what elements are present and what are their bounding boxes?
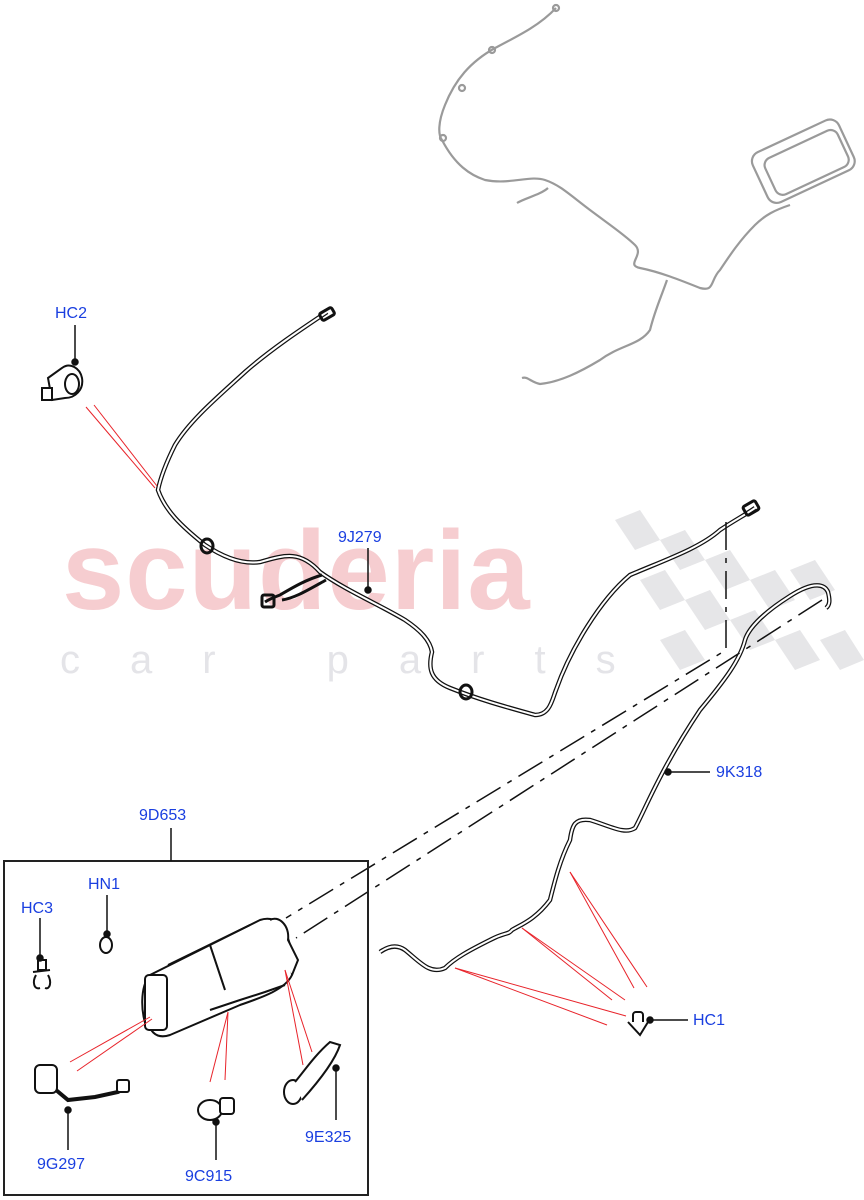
overview-assembly-ghost — [438, 3, 856, 386]
callout-9C915[interactable]: 9C915 — [185, 1168, 233, 1185]
dashed-connection-lines — [285, 522, 823, 939]
clip-HC3 — [32, 959, 52, 990]
watermark-sub: car parts — [60, 638, 666, 682]
canister-kit-frame — [3, 860, 369, 1196]
vapour-tube-9J279 — [155, 310, 757, 718]
callout-9J279[interactable]: 9J279 — [338, 529, 382, 546]
vapour-tube-9J279-inner — [156, 311, 756, 717]
callout-9D653[interactable]: 9D653 — [139, 807, 187, 824]
callout-HN1[interactable]: HN1 — [88, 876, 121, 893]
nut-HN1 — [99, 936, 113, 954]
vapour-tube-9K318-inner — [379, 584, 831, 971]
clip-HC1 — [627, 1011, 649, 1037]
callout-9K318[interactable]: 9K318 — [716, 764, 763, 781]
callout-leaders — [36, 325, 710, 1160]
hose-9E325 — [283, 1040, 342, 1105]
callout-HC1[interactable]: HC1 — [693, 1012, 726, 1029]
callout-9E325[interactable]: 9E325 — [305, 1129, 352, 1146]
clip-HC2 — [41, 364, 84, 402]
carbon-canister — [141, 917, 300, 1038]
reference-lines — [69, 404, 648, 1083]
watermark-main: scuderia — [62, 508, 531, 633]
vent-valve-9G297 — [34, 1064, 130, 1103]
callout-HC3[interactable]: HC3 — [21, 900, 54, 917]
callout-HC2[interactable]: HC2 — [55, 305, 88, 322]
purge-valve-9C915 — [197, 1097, 235, 1121]
tube-branch-connector — [199, 306, 761, 701]
callout-9G297[interactable]: 9G297 — [37, 1156, 86, 1173]
